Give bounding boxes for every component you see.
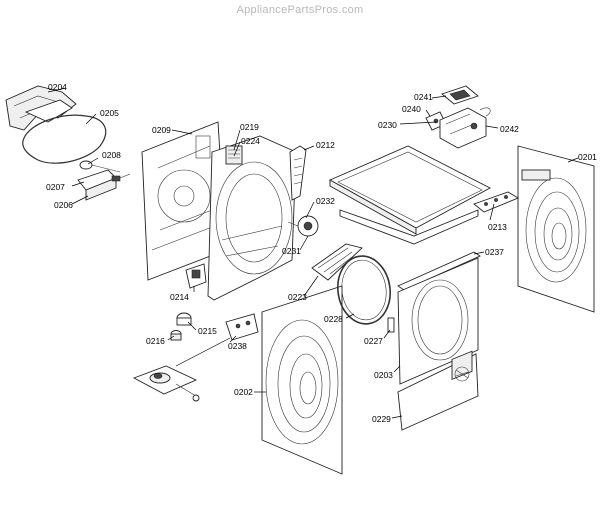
callout-0205: 0205 bbox=[100, 108, 119, 118]
callout-0231: 0231 bbox=[282, 246, 301, 256]
lint-filter-0223 bbox=[311, 243, 363, 281]
callout-0208: 0208 bbox=[102, 150, 121, 160]
side-panel-0201 bbox=[517, 145, 595, 313]
top-cover-0230 bbox=[328, 145, 491, 235]
foot-0215 bbox=[176, 312, 192, 326]
control-panel-0242 bbox=[439, 107, 491, 149]
callout-0216: 0216 bbox=[146, 336, 165, 346]
callout-0223: 0223 bbox=[288, 292, 307, 302]
callout-0242: 0242 bbox=[500, 124, 519, 134]
leader-lines bbox=[47, 87, 579, 419]
callout-0203: 0203 bbox=[374, 370, 393, 380]
callout-0215: 0215 bbox=[198, 326, 217, 336]
door-seal-0228 bbox=[337, 255, 391, 325]
drum-support-0219 bbox=[207, 135, 297, 301]
knob-0208 bbox=[79, 160, 121, 173]
side-panel-0202 bbox=[261, 285, 343, 475]
control-module-0206 bbox=[77, 169, 131, 201]
bracket-0214 bbox=[185, 263, 207, 289]
callout-0237: 0237 bbox=[485, 247, 504, 257]
callout-0204: 0204 bbox=[48, 82, 67, 92]
hinge-strip-0213 bbox=[473, 191, 519, 213]
callout-0238: 0238 bbox=[228, 341, 247, 351]
callout-0207: 0207 bbox=[46, 182, 65, 192]
top-frame bbox=[339, 209, 479, 245]
callout-0224: 0224 bbox=[241, 136, 260, 146]
callout-labels: 0204 0205 0208 0207 0206 0209 0219 0224 … bbox=[46, 82, 597, 424]
callout-0214: 0214 bbox=[170, 292, 189, 302]
callout-0241: 0241 bbox=[414, 92, 433, 102]
callout-0228: 0228 bbox=[324, 314, 343, 324]
bracket-0238 bbox=[225, 313, 259, 341]
control-board-0241 bbox=[441, 85, 479, 105]
callout-0230: 0230 bbox=[378, 120, 397, 130]
callout-0227: 0227 bbox=[364, 336, 383, 346]
callout-0212: 0212 bbox=[316, 140, 335, 150]
heater-element-0212 bbox=[289, 145, 307, 201]
callout-0201: 0201 bbox=[578, 152, 597, 162]
latch-0227 bbox=[387, 317, 395, 333]
callout-0229: 0229 bbox=[372, 414, 391, 424]
callout-0209: 0209 bbox=[152, 125, 171, 135]
callout-0213: 0213 bbox=[488, 222, 507, 232]
pump-assembly bbox=[132, 365, 200, 402]
callout-0232: 0232 bbox=[316, 196, 335, 206]
callout-0240: 0240 bbox=[402, 104, 421, 114]
callout-0202: 0202 bbox=[234, 387, 253, 397]
filter-housing-0204 bbox=[5, 85, 77, 131]
foot-0216 bbox=[170, 330, 182, 341]
kick-panel-0229 bbox=[397, 350, 479, 431]
strip-0237 bbox=[397, 251, 481, 291]
front-panel-0203 bbox=[397, 257, 479, 385]
callout-0206: 0206 bbox=[54, 200, 73, 210]
door-gasket-0205 bbox=[22, 114, 107, 164]
callout-0219: 0219 bbox=[240, 122, 259, 132]
watermark: AppliancePartsPros.com bbox=[236, 4, 364, 16]
